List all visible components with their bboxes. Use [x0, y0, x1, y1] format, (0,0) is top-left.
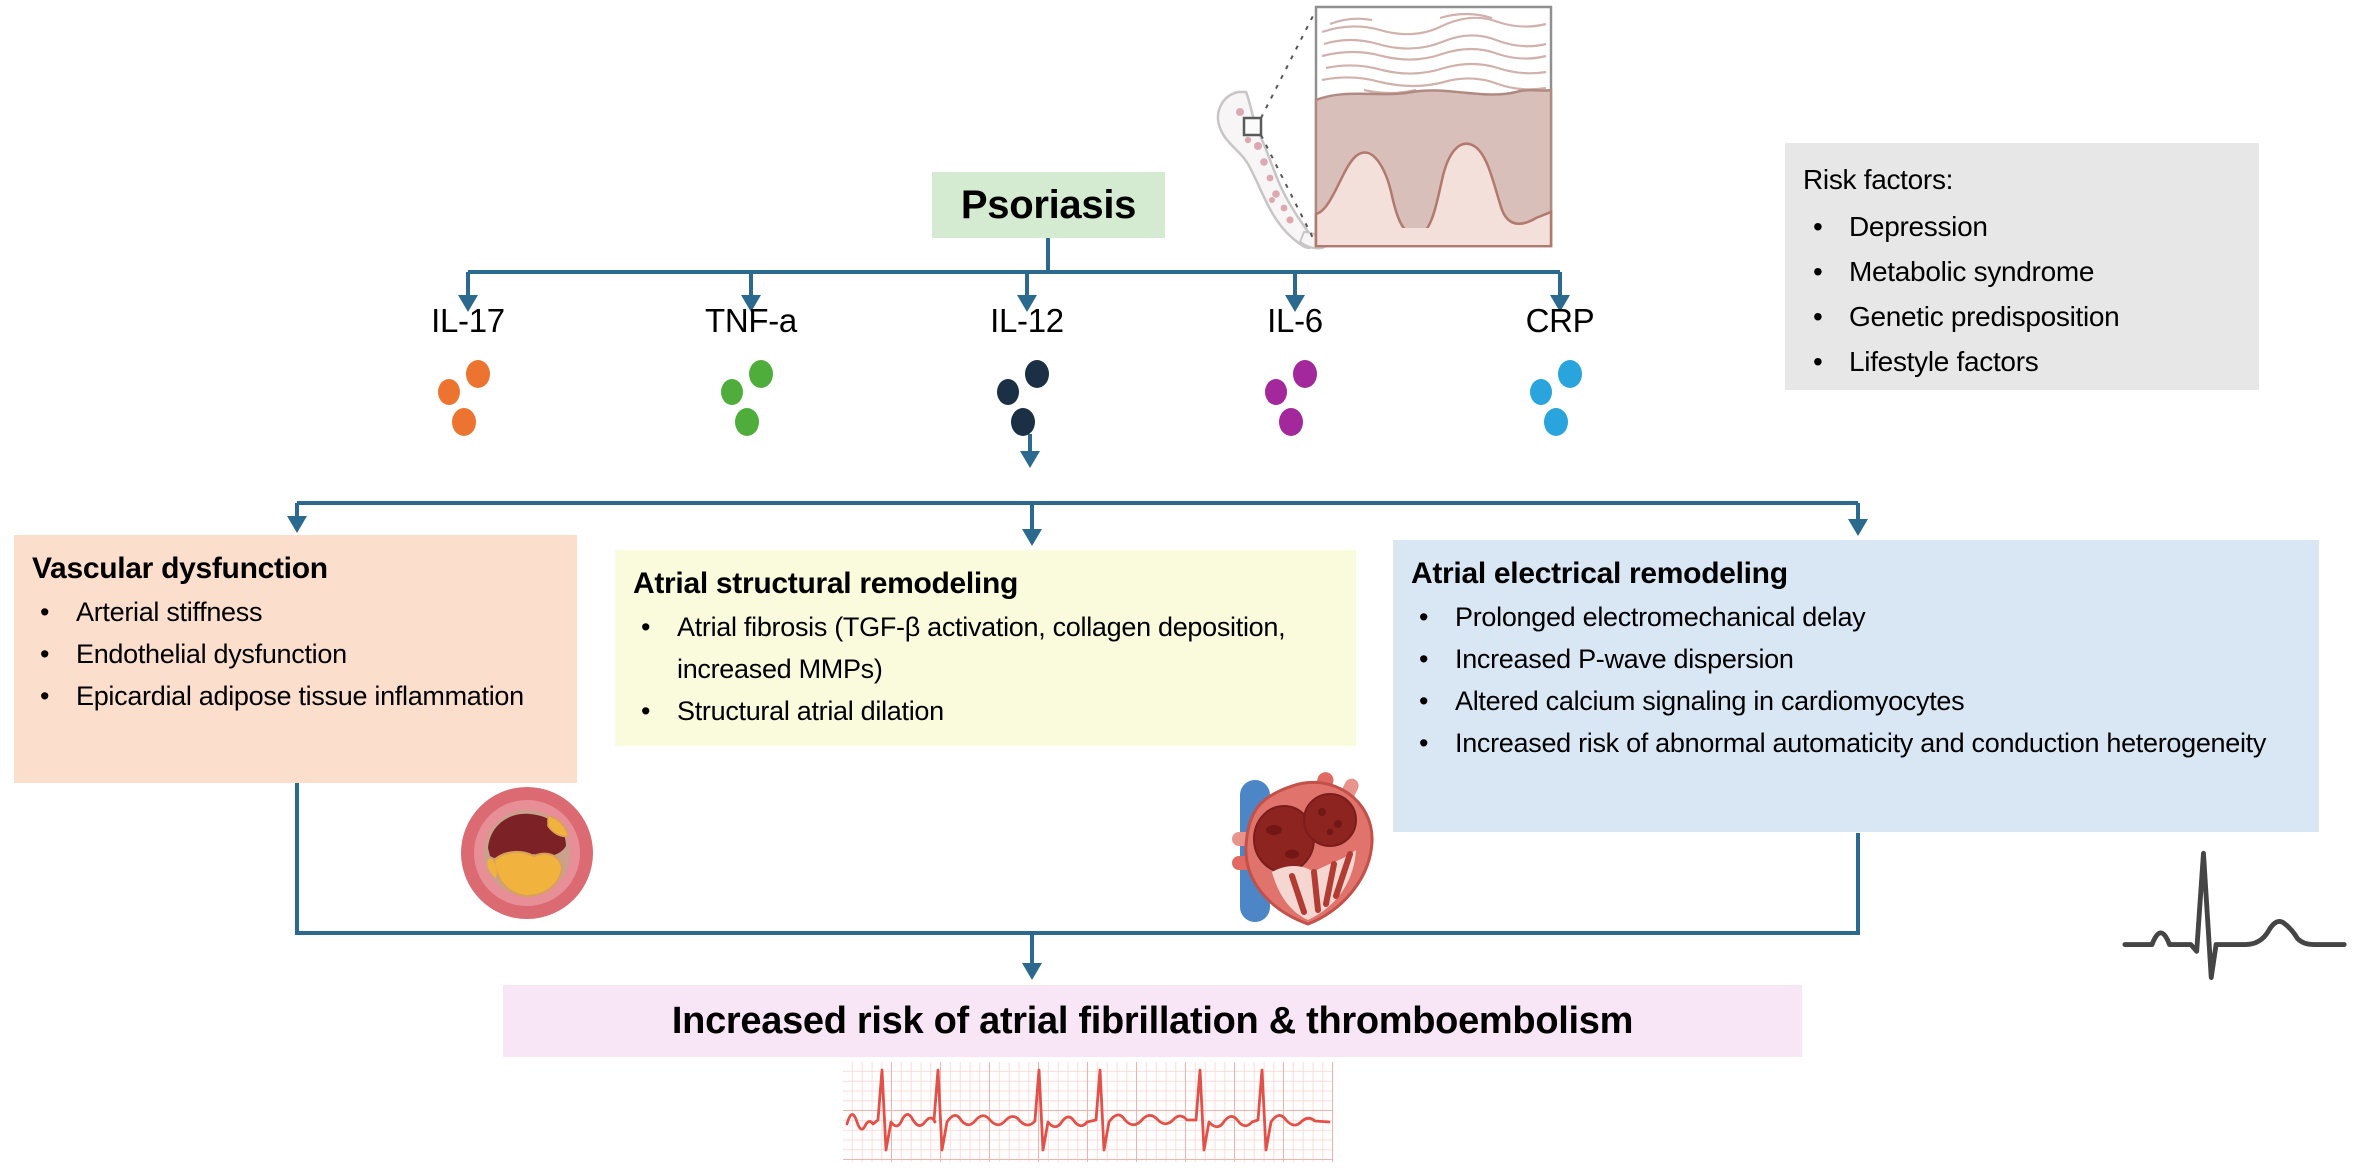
- plaque-shape: [492, 850, 564, 898]
- pqrst-trace: [2122, 850, 2347, 980]
- heart-cross-section-icon: [1232, 772, 1374, 926]
- arm-icon: [1216, 90, 1328, 250]
- histology-panel: [1314, 5, 1553, 248]
- pathway-item: Atrial fibrosis (TGF-β activation, colla…: [633, 606, 1338, 690]
- atrial-electrical-remodeling-box: Atrial electrical remodeling Prolonged e…: [1393, 540, 2319, 832]
- il12-dots-icon: [997, 360, 1049, 436]
- pathway-item: Structural atrial dilation: [633, 690, 1338, 732]
- afib-ecg-strip-icon: [843, 1062, 1333, 1162]
- outcome-label: Increased risk of atrial fibrillation & …: [671, 999, 1634, 1042]
- magnification-dashes: [1260, 9, 1317, 245]
- risk-factors-box: Risk factors: Depression Metabolic syndr…: [1785, 143, 2259, 390]
- papillary-muscles: [1289, 851, 1353, 915]
- mediator-label-il6: IL-6: [1267, 302, 1323, 339]
- dermis-base: [1317, 228, 1550, 245]
- risk-factor-item: Depression: [1803, 204, 2259, 249]
- psoriasis-label: Psoriasis: [960, 182, 1137, 227]
- atrial-structural-remodeling-title: Atrial structural remodeling: [633, 567, 1019, 600]
- pathway-item: Arterial stiffness: [32, 591, 559, 633]
- pathway-item: Increased risk of abnormal automaticity …: [1411, 722, 2301, 764]
- mediator-label-il17: IL-17: [431, 302, 505, 339]
- risk-factor-item: Metabolic syndrome: [1803, 249, 2259, 294]
- il6-dots-icon: [1265, 360, 1317, 436]
- mediator-label-tnfa: TNF-a: [705, 302, 797, 339]
- risk-factors-title: Risk factors:: [1803, 164, 1954, 195]
- atrial-electrical-remodeling-list: Prolonged electromechanical delay Increa…: [1411, 596, 2301, 764]
- afib-trace: [845, 1068, 1331, 1152]
- vascular-dysfunction-box: Vascular dysfunction Arterial stiffness …: [14, 535, 577, 783]
- pathway-item: Endothelial dysfunction: [32, 633, 559, 675]
- vascular-dysfunction-title: Vascular dysfunction: [32, 552, 328, 585]
- magnifier-square: [1242, 116, 1263, 137]
- risk-factor-item: Genetic predisposition: [1803, 294, 2259, 339]
- right-atrium: [1303, 793, 1357, 847]
- pathway-item: Altered calcium signaling in cardiomyocy…: [1411, 680, 2301, 722]
- pathway-item: Increased P-wave dispersion: [1411, 638, 2301, 680]
- pathway-item: Prolonged electromechanical delay: [1411, 596, 2301, 638]
- atrial-structural-remodeling-box: Atrial structural remodeling Atrial fibr…: [615, 550, 1356, 746]
- mediator-label-il12: IL-12: [990, 302, 1064, 339]
- normal-ecg-icon: [2122, 850, 2347, 980]
- tnfa-dots-icon: [721, 360, 773, 436]
- risk-factors-list: Depression Metabolic syndrome Genetic pr…: [1803, 204, 2259, 384]
- psoriasis-node: Psoriasis: [932, 172, 1165, 238]
- crp-dots-icon: [1530, 360, 1582, 436]
- mediator-label-crp: CRP: [1525, 302, 1595, 339]
- vascular-dysfunction-list: Arterial stiffness Endothelial dysfuncti…: [32, 591, 559, 717]
- risk-factor-item: Lifestyle factors: [1803, 339, 2259, 384]
- thrombus-shape: [488, 813, 566, 860]
- atrial-electrical-remodeling-title: Atrial electrical remodeling: [1411, 557, 1788, 590]
- outcome-box: Increased risk of atrial fibrillation & …: [503, 985, 1802, 1057]
- pathway-item: Epicardial adipose tissue inflammation: [32, 675, 559, 717]
- il17-dots-icon: [438, 360, 490, 436]
- dermal-papillae: [1314, 142, 1553, 248]
- atrial-structural-remodeling-list: Atrial fibrosis (TGF-β activation, colla…: [633, 606, 1338, 732]
- psoriasis-skin-illustration: [1216, 5, 1553, 250]
- occluded-artery-icon: [461, 787, 593, 919]
